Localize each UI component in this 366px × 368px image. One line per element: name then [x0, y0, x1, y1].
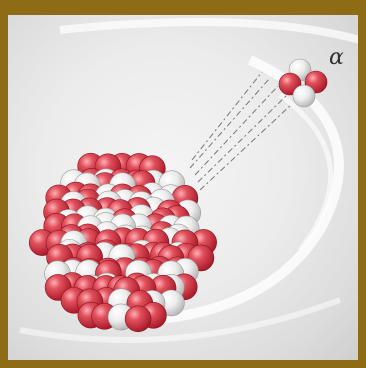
motion-trail-icon: [190, 72, 292, 190]
trail-line: [195, 86, 278, 175]
diagram-panel: α: [8, 15, 358, 360]
trail-line: [200, 104, 292, 190]
alpha-label: α: [329, 47, 344, 69]
proton: [125, 306, 151, 332]
alpha-decay-diagram: [8, 15, 358, 360]
trail-line: [198, 96, 286, 182]
neutron: [293, 85, 315, 107]
nucleus-icon: [29, 153, 216, 332]
trail-line: [192, 72, 262, 160]
